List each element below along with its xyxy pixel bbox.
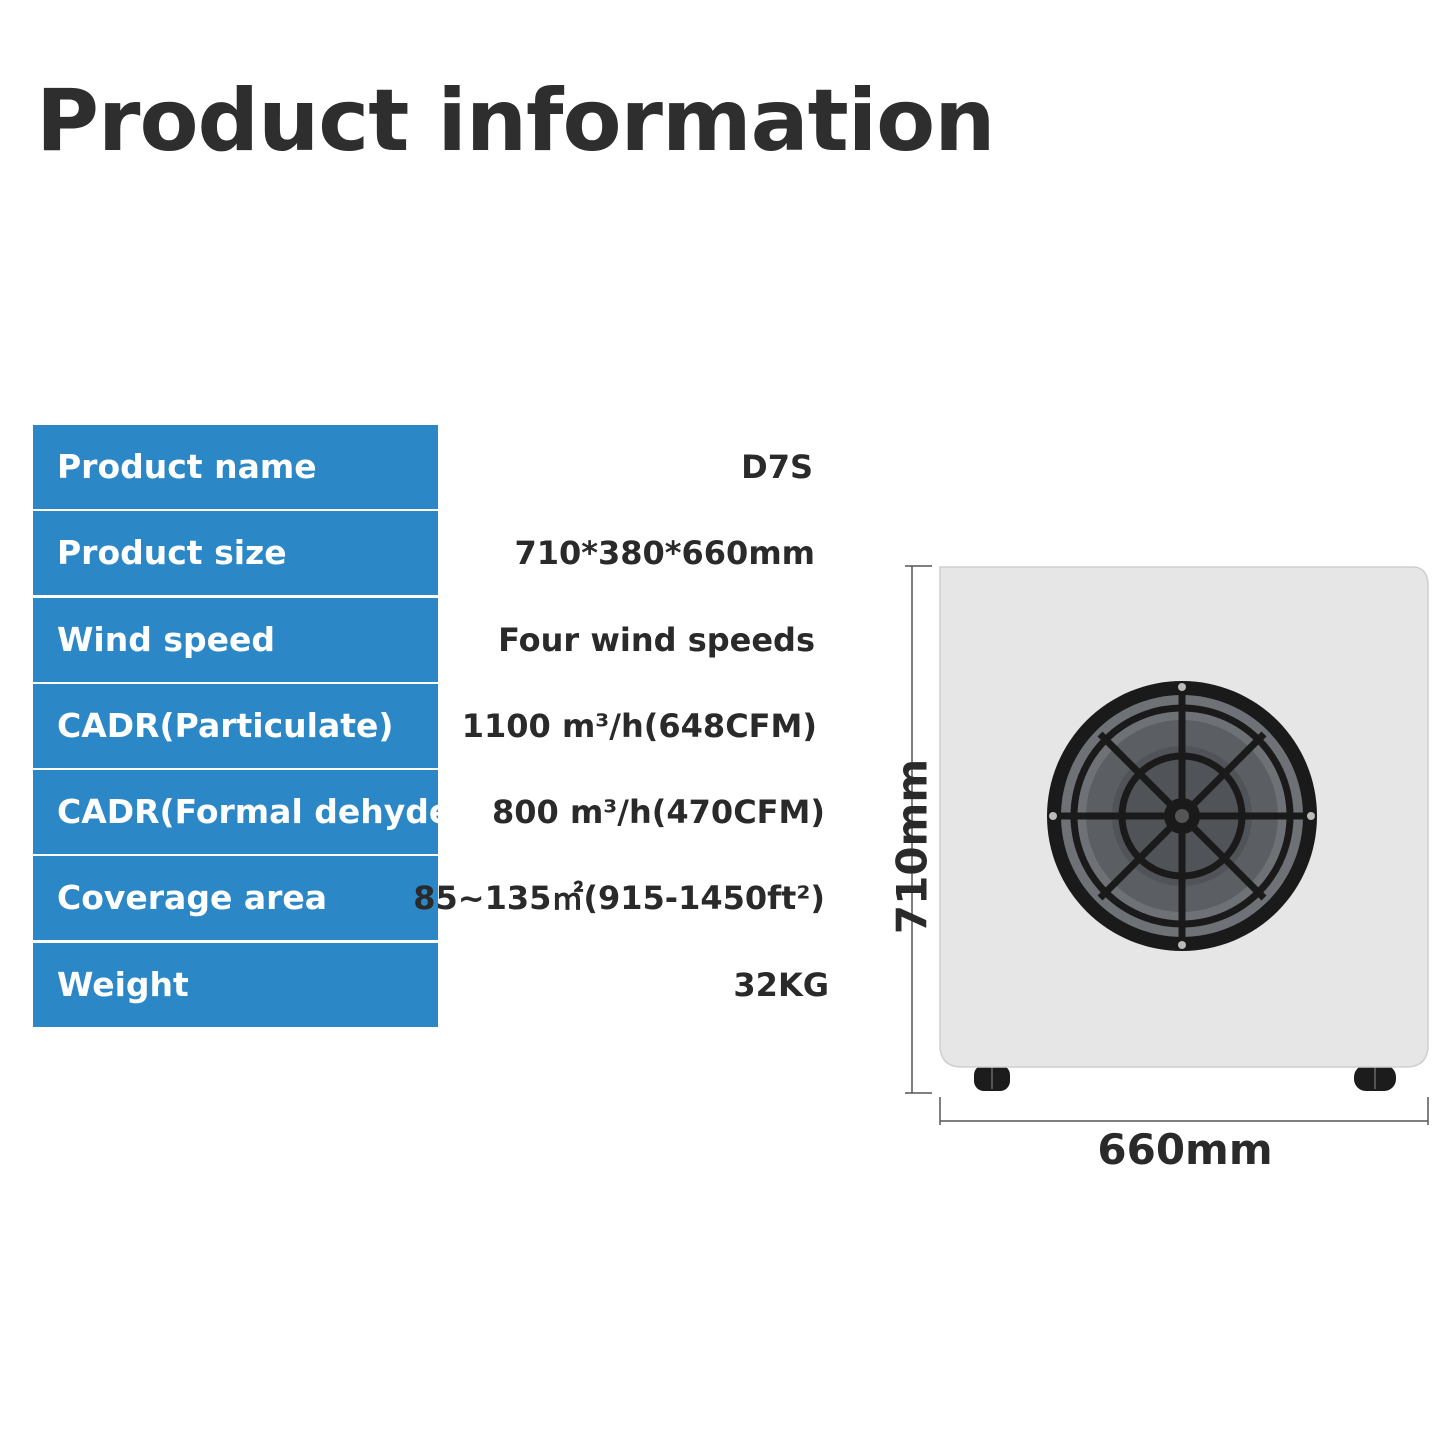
fan-grille-icon [1047, 681, 1317, 951]
spec-row-weight: Weight 32KG [33, 942, 833, 1027]
spec-row-cadr-formaldehyde: CADR(Formal dehyde) 800 m³/h(470CFM) [33, 770, 833, 855]
height-dimension-label: 710mm [887, 758, 937, 935]
spec-row-product-name: Product name D7S [33, 425, 833, 509]
spec-label: Coverage area [33, 856, 438, 941]
width-dimension-line [939, 1097, 1429, 1125]
spec-row-wind-speed: Wind speed Four wind speeds [33, 597, 833, 682]
spec-value: D7S [741, 448, 813, 486]
height-dimension-line [905, 565, 932, 1094]
spec-row-cadr-particulate: CADR(Particulate) 1100 m³/h(648CFM) [33, 683, 833, 768]
spec-label: Weight [33, 942, 438, 1027]
spec-label: CADR(Particulate) [33, 683, 438, 768]
wheel-left-icon [974, 1065, 1010, 1091]
spec-label: Product size [33, 511, 438, 596]
spec-value: Four wind speeds [498, 620, 815, 659]
spec-label: Product name [33, 425, 438, 509]
product-image [905, 565, 1429, 1125]
spec-value: 800 m³/h(470CFM) [492, 793, 825, 832]
page-title: Product information [36, 71, 995, 171]
spec-row-coverage-area: Coverage area 85~135㎡(915-1450ft²) [33, 856, 833, 941]
spec-value: 1100 m³/h(648CFM) [461, 706, 817, 745]
wheel-right-icon [1354, 1065, 1396, 1091]
spec-value: 710*380*660mm [514, 534, 815, 573]
width-dimension-label: 660mm [1097, 1125, 1273, 1174]
spec-label: CADR(Formal dehyde) [33, 770, 466, 855]
spec-label: Wind speed [33, 597, 438, 682]
spec-value: 32KG [733, 965, 829, 1004]
spec-value: 85~135㎡(915-1450ft²) [413, 879, 825, 918]
spec-row-product-size: Product size 710*380*660mm [33, 511, 833, 596]
spec-table: Product name D7S Product size 710*380*66… [33, 425, 833, 1029]
